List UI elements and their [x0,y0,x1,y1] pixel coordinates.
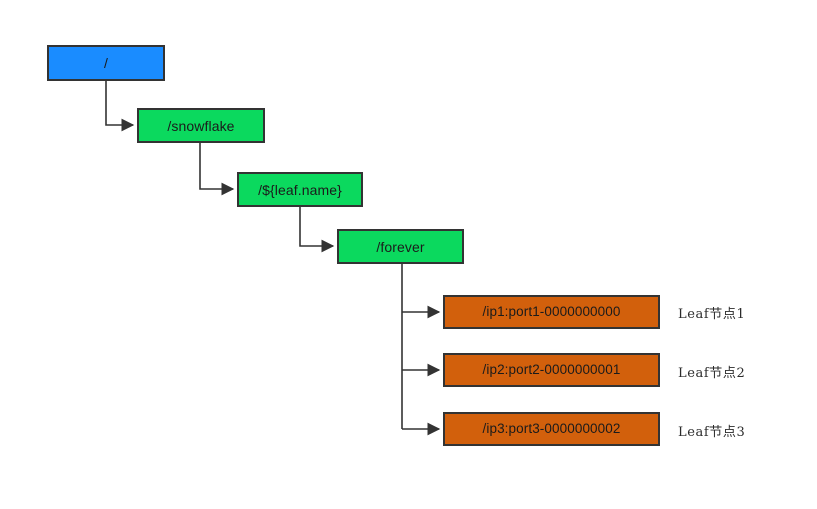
node-forever-label: /forever [376,238,425,255]
node-root-label: / [104,55,108,71]
node-forever[interactable]: /forever [337,229,464,264]
node-leaf-1[interactable]: /ip1:port1-0000000000 [443,295,660,329]
annotation-leaf-1: Leaf节点1 [678,307,746,322]
node-leaf-name[interactable]: /${leaf.name} [237,172,363,207]
node-snowflake[interactable]: /snowflake [137,108,265,143]
node-root[interactable]: / [47,45,165,81]
node-leaf-1-label: /ip1:port1-0000000000 [482,304,621,320]
edge-leafname-to-forever [299,207,335,253]
annotation-leaf-2: Leaf节点2 [678,366,746,381]
node-leaf-3-label: /ip3:port3-0000000002 [482,421,621,437]
node-leaf-name-label: /${leaf.name} [258,181,342,198]
node-leaf-2[interactable]: /ip2:port2-0000000001 [443,353,660,387]
edge-snowflake-to-leafname [199,143,235,196]
edge-root-to-snowflake [105,81,135,132]
node-leaf-2-label: /ip2:port2-0000000001 [482,362,621,378]
node-leaf-3[interactable]: /ip3:port3-0000000002 [443,412,660,446]
annotation-leaf-3: Leaf节点3 [678,425,746,440]
node-snowflake-label: /snowflake [167,117,235,134]
